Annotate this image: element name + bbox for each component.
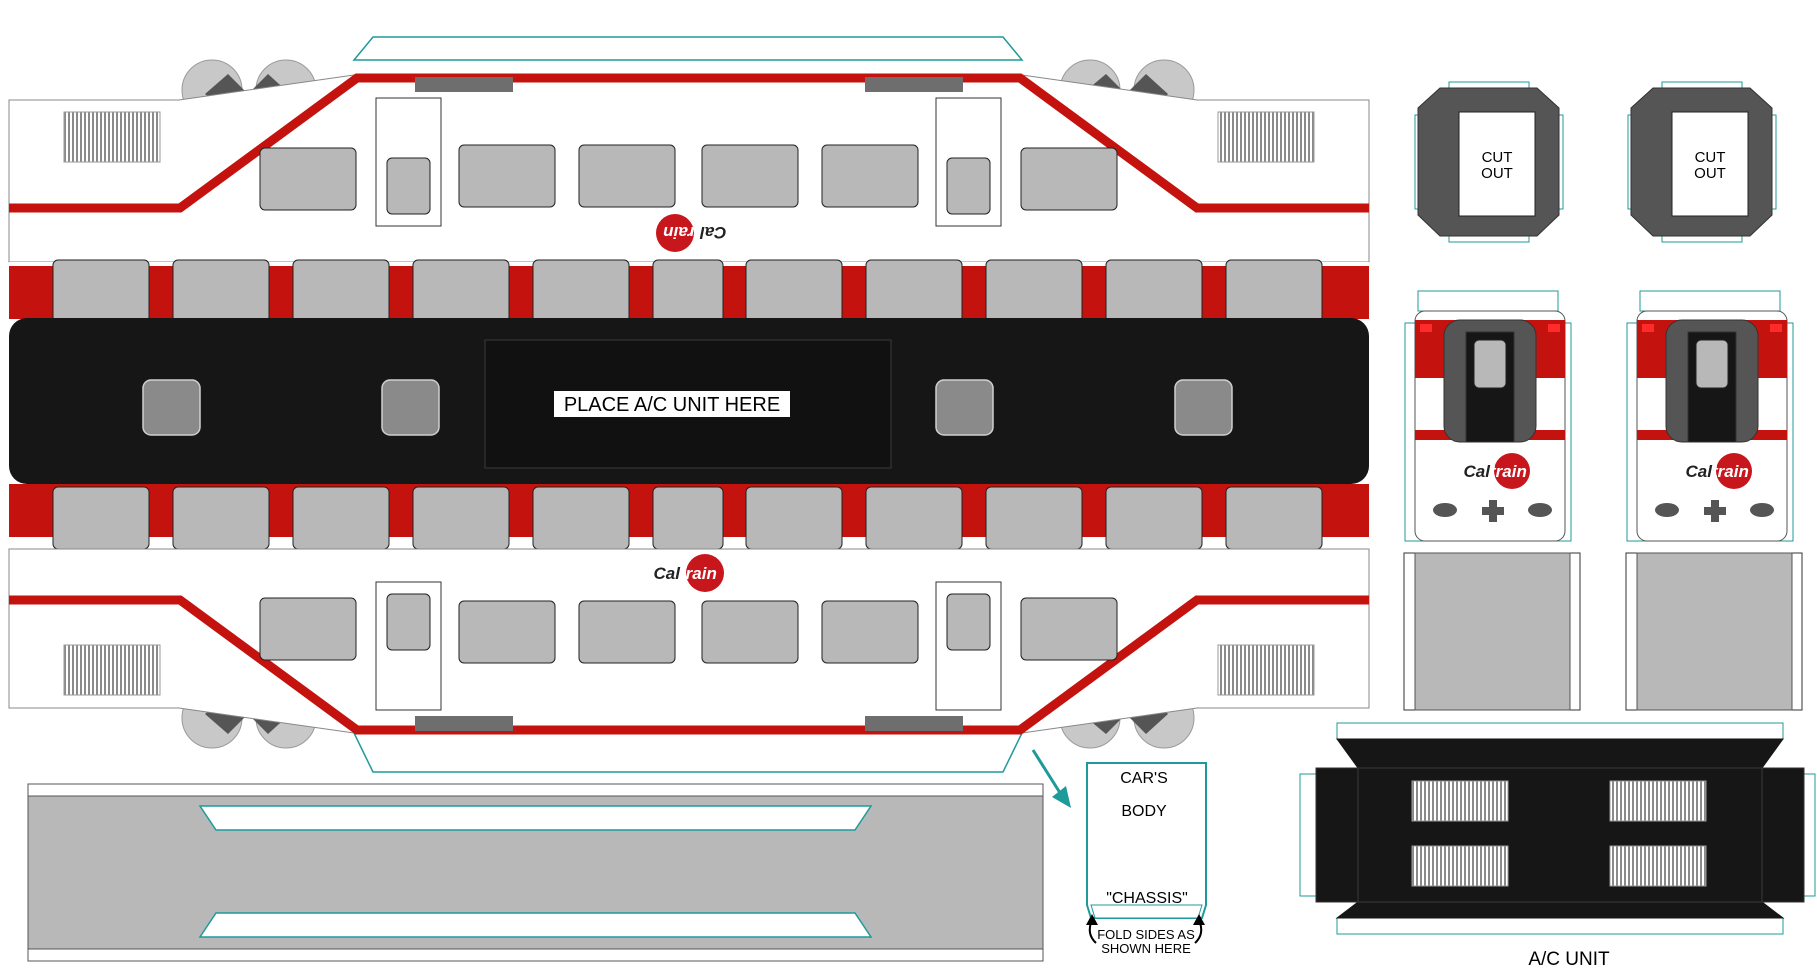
svg-text:train: train — [680, 564, 717, 583]
door-window-top-right — [946, 157, 991, 215]
svg-text:train: train — [663, 223, 700, 242]
caltrain-logo-bottom: Cal train — [654, 554, 724, 592]
diagram-chassis-label: "CHASSIS" — [1106, 890, 1188, 907]
door-window-top-left — [386, 157, 431, 215]
roof-tab-top — [352, 36, 1024, 61]
ac-vent-1 — [1411, 780, 1509, 822]
main-car-body: Cal train PLACE A/C UNIT — [8, 36, 1370, 773]
svg-text:train: train — [1490, 462, 1527, 481]
roof-vent-top-right — [865, 77, 963, 92]
roof-vent-top-left — [415, 77, 513, 92]
svg-text:Cal: Cal — [1464, 462, 1492, 481]
fold-arrow-left-icon — [1086, 914, 1098, 944]
cut-out-piece-right: CUT OUT — [1627, 81, 1777, 243]
roof-hatches — [142, 379, 1233, 436]
chassis-slot-bottom — [198, 912, 873, 938]
ac-unit-piece: A/C UNIT — [1299, 722, 1816, 970]
roof-vent-bottom-right — [865, 716, 963, 731]
svg-text:Cal: Cal — [1686, 462, 1714, 481]
red-stripe-top — [9, 73, 1369, 213]
ac-unit-placement-label: PLACE A/C UNIT HERE — [564, 394, 780, 416]
lower-windows-bottom — [52, 486, 1323, 550]
cut-out-piece-left: CUT OUT — [1414, 81, 1564, 243]
cab-end-right: Cal train — [1625, 290, 1803, 711]
fold-note-line2: SHOWN HERE — [1101, 941, 1191, 956]
door-window-bottom-right — [946, 593, 991, 651]
roof-tab-bottom — [352, 732, 1024, 773]
grille-bottom-left — [63, 644, 161, 696]
door-window-bottom-left — [386, 593, 431, 651]
grille-bottom-right — [1217, 644, 1315, 696]
upper-windows-bottom — [259, 597, 1118, 664]
chassis-fold-diagram: CAR'S BODY "CHASSIS" FOLD SIDES AS SHOWN… — [1086, 762, 1207, 956]
fold-arrow-right-icon — [1193, 914, 1205, 944]
grille-top-right — [1217, 111, 1315, 163]
cut-out-left-line1: CUT — [1482, 149, 1513, 166]
ac-vent-3 — [1411, 845, 1509, 887]
svg-text:train: train — [1712, 462, 1749, 481]
cut-out-right-line1: CUT — [1695, 149, 1726, 166]
diagram-body-label: BODY — [1121, 803, 1167, 820]
red-stripe-bottom — [9, 595, 1369, 735]
fold-note-line1: FOLD SIDES AS — [1097, 927, 1195, 942]
chassis-slot-top — [198, 805, 873, 831]
teal-arrow-icon — [1031, 749, 1071, 808]
caltrain-logo-top: Cal train — [656, 214, 726, 252]
cut-out-right-line2: OUT — [1694, 165, 1726, 182]
svg-text:Cal: Cal — [654, 564, 682, 583]
ac-unit-label: A/C UNIT — [1528, 949, 1610, 970]
roof-vent-bottom-left — [415, 716, 513, 731]
lower-windows-top — [52, 259, 1323, 323]
grille-top-left — [63, 111, 161, 163]
diagram-cars-label: CAR'S — [1120, 770, 1168, 787]
ac-vent-4 — [1609, 845, 1707, 887]
ac-vent-2 — [1609, 780, 1707, 822]
cut-out-left-line2: OUT — [1481, 165, 1513, 182]
chassis-strip — [27, 783, 1044, 962]
upper-windows-top — [259, 144, 1118, 211]
svg-text:Cal: Cal — [699, 223, 727, 242]
cab-end-left: Cal train — [1403, 290, 1581, 711]
